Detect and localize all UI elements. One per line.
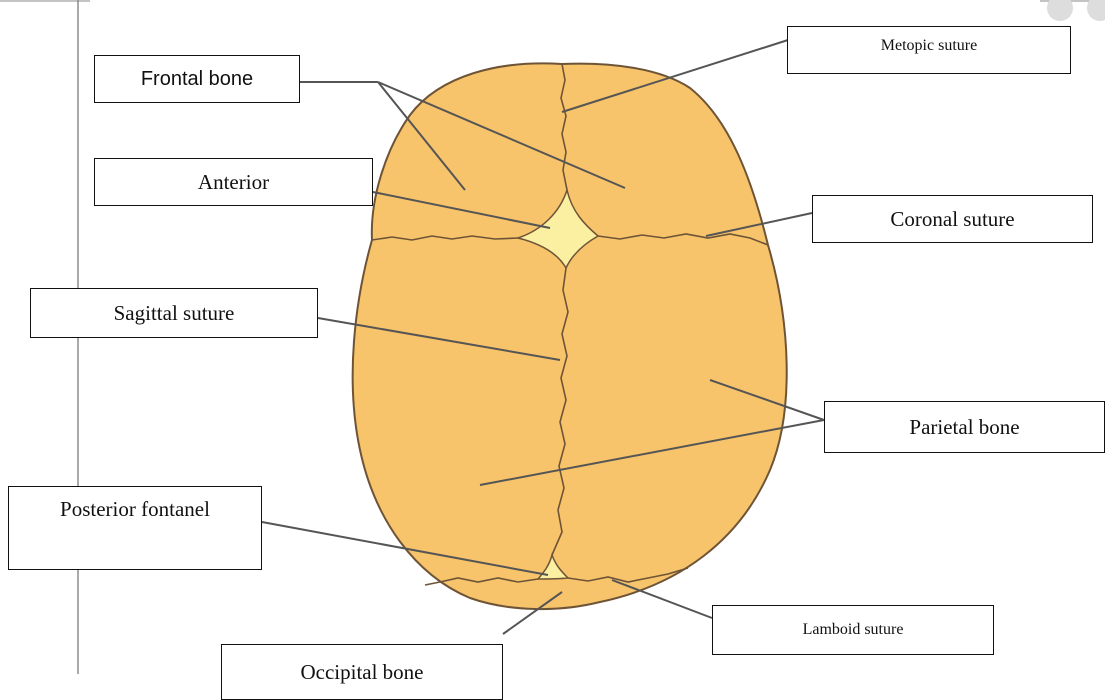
label-posterior-fontanel: Posterior fontanel xyxy=(8,486,262,570)
label-sagittal-suture: Sagittal suture xyxy=(30,288,318,338)
label-frontal-bone: Frontal bone xyxy=(94,55,300,103)
label-coronal-suture: Coronal suture xyxy=(812,195,1093,243)
label-occipital-bone: Occipital bone xyxy=(221,644,503,700)
label-lamboid-suture: Lamboid suture xyxy=(712,605,994,655)
leader-lamboid xyxy=(612,580,712,618)
label-metopic-suture: Metopic suture xyxy=(787,26,1071,74)
label-parietal-bone: Parietal bone xyxy=(824,401,1105,453)
label-anterior: Anterior xyxy=(94,158,373,206)
corner-mark xyxy=(1087,0,1105,21)
corner-mark xyxy=(1047,0,1073,21)
